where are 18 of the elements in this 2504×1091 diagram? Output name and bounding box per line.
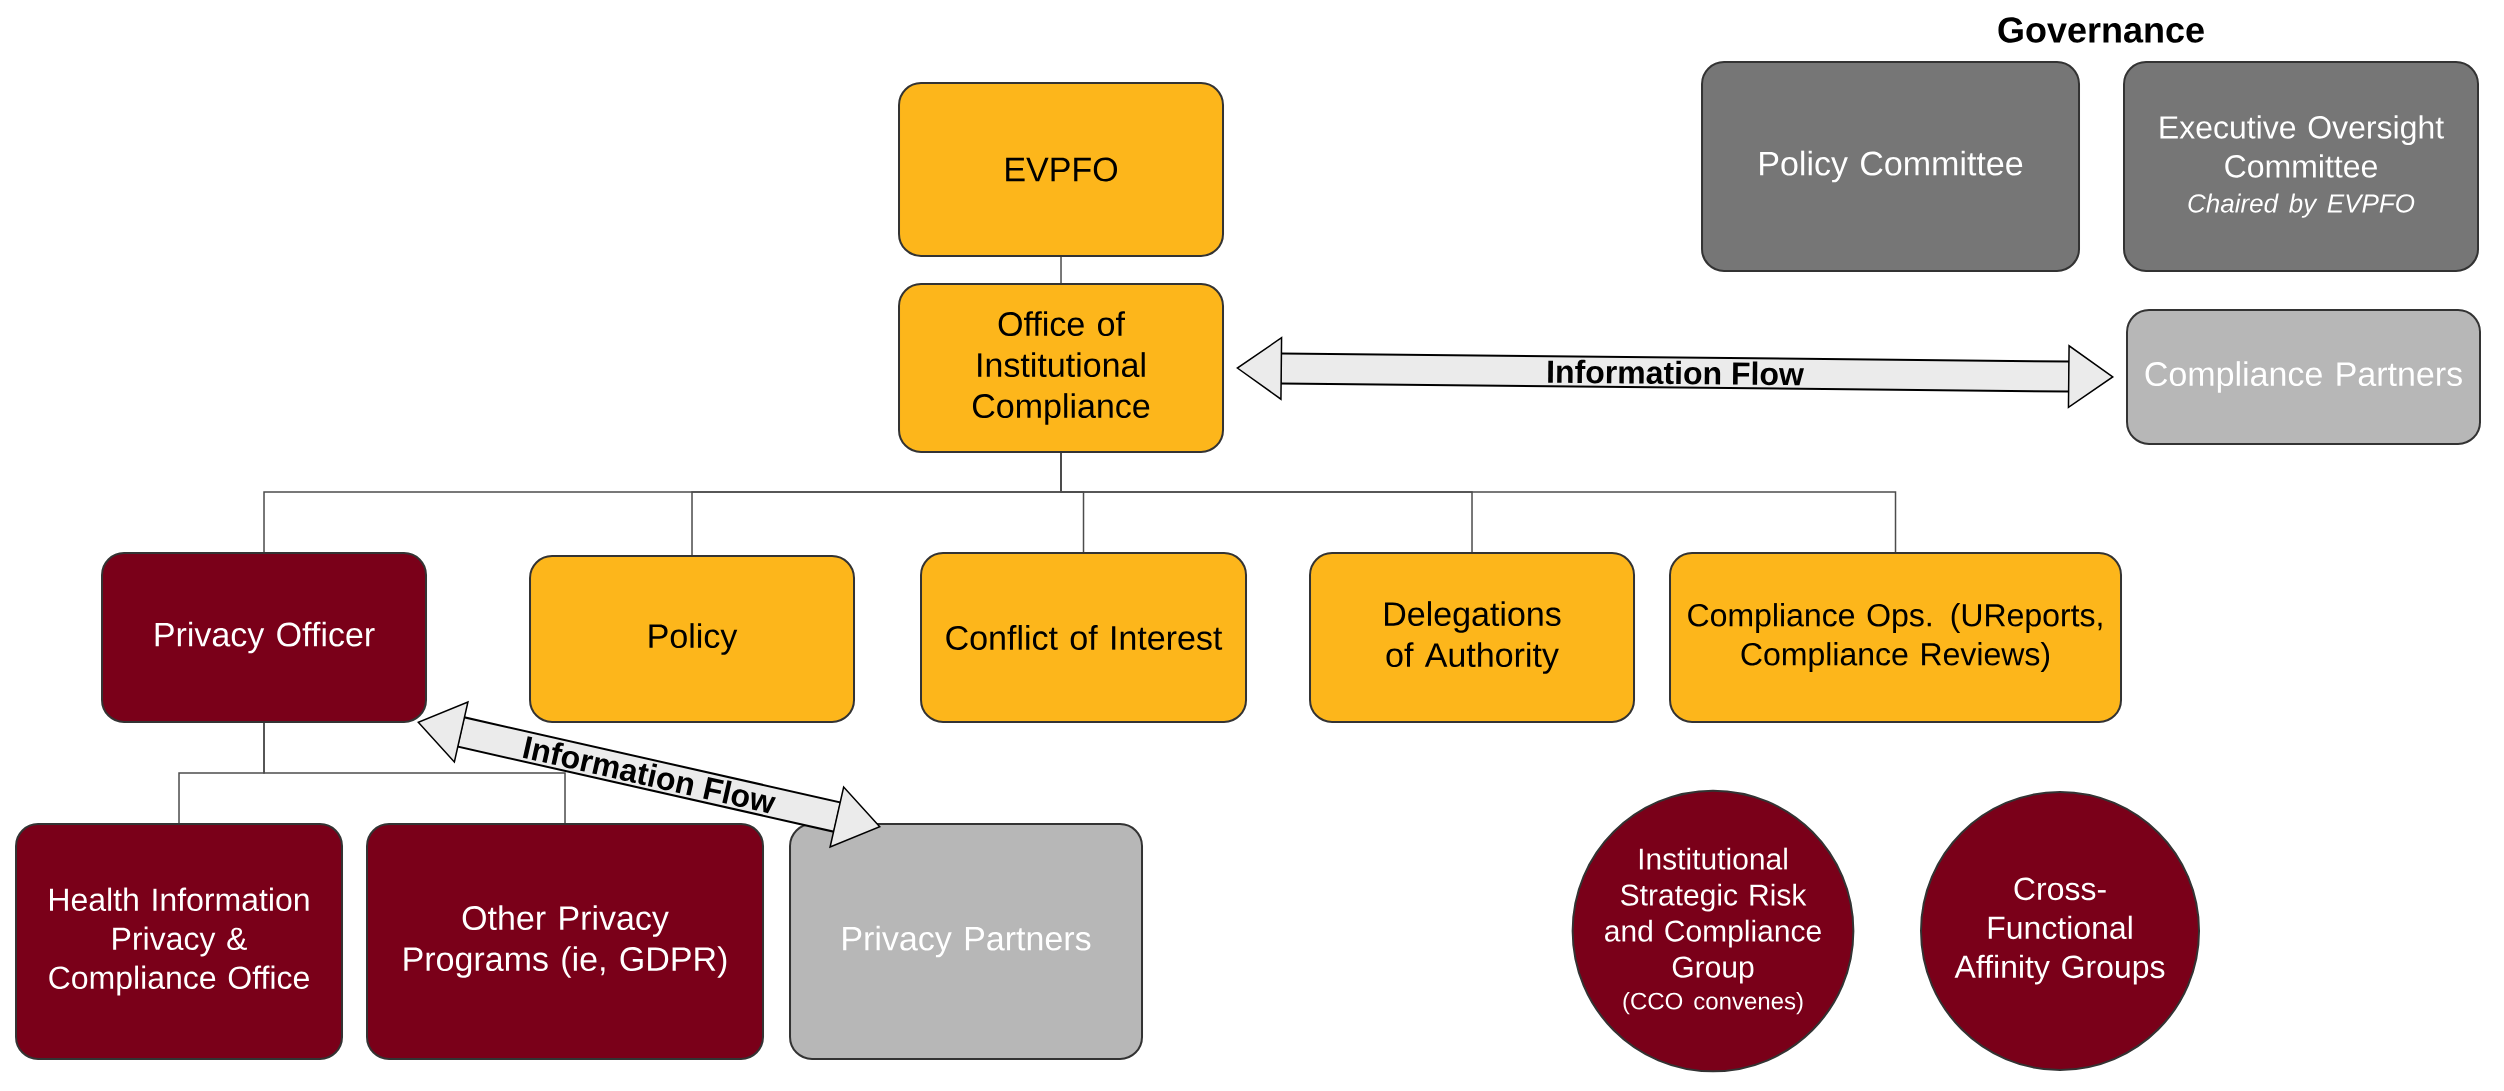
org-box: Compliance Partners [2126,309,2481,445]
heading: Governance [1998,17,2204,43]
org-box: Compliance Ops. (UReports, Compliance Reviews) [1669,552,2122,723]
org-box: Health Information Privacy & Compliance Office [15,823,343,1060]
connector-line [1060,256,1062,284]
org-box: Privacy Officer [101,552,427,723]
org-box: Policy Committee [1701,61,2080,272]
edge-label: Information Flow [1548,359,1804,386]
org-box: Policy [529,555,855,723]
org-box: Conflict of Interest [920,552,1247,723]
org-box: Office of Institutional Compliance [898,283,1224,453]
org-box: Executive Oversight Committee Chaired by EVPFO [2123,61,2479,272]
connector-line [1060,452,1897,553]
org-box: Other Privacy Programs (ie, GDPR) [366,823,764,1060]
org-box: EVPFO [898,82,1224,257]
connector-line [263,722,566,824]
org-box: Delegations of Authority [1309,552,1635,723]
org-box: Privacy Partners [789,823,1143,1060]
